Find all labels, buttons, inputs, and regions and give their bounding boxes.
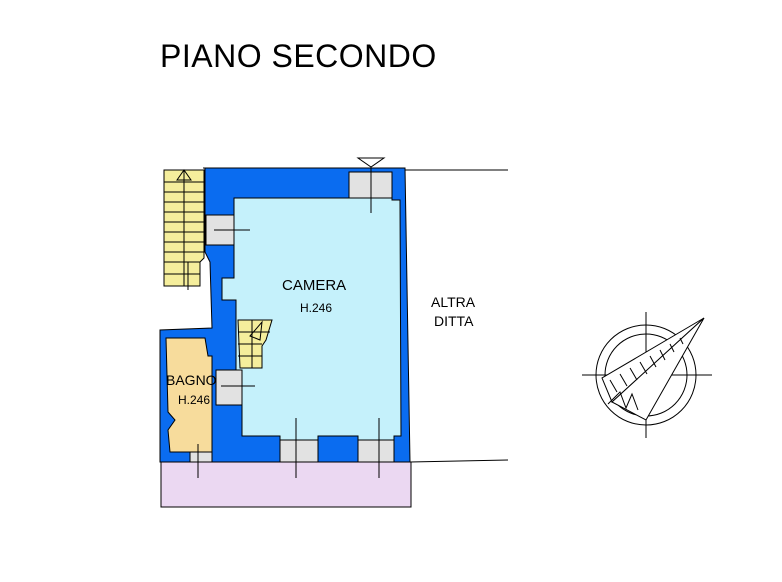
camera-label: CAMERA (282, 277, 346, 294)
bagno-height: H.246 (178, 393, 210, 407)
camera-height: H.246 (300, 301, 332, 315)
camera-room (221, 189, 402, 445)
axis-ticks (187, 162, 380, 478)
north-arrow-icon (601, 317, 705, 421)
exterior-stairs (163, 169, 205, 287)
neighbor-label-line1: ALTRA (431, 294, 476, 310)
interior-stairs (237, 319, 273, 369)
entry-arrow-icon (356, 157, 386, 168)
plot-boundary-lines (405, 169, 509, 463)
neighbor-label-line2: DITTA (434, 313, 474, 329)
balcony-area (160, 461, 412, 508)
compass-icon (582, 312, 712, 438)
page-title: PIANO SECONDO (160, 38, 437, 74)
bagno-label: BAGNO (166, 372, 217, 388)
